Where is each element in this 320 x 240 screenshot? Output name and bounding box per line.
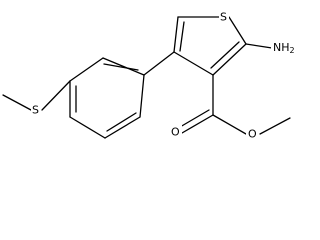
- carbonyl-oxygen-label: O: [171, 126, 180, 139]
- bond-ar6-ar1: [139, 74, 145, 118]
- bond-c3-aryl: [143, 51, 175, 76]
- bond-c4-c5-double: [210, 41, 240, 69]
- bond-ester-o-methyl: [259, 117, 291, 135]
- chemical-structure-diagram: S NH2 O O S: [2, 10, 300, 141]
- benzene-ring: [69, 51, 175, 139]
- bond-carbonyl-double-b: [179, 109, 210, 128]
- thioether-sulfur-label: S: [32, 104, 39, 117]
- bond-ar5-ar6: [104, 116, 141, 139]
- bond-c4-c5: [212, 43, 247, 76]
- ester-oxygen-label-bg: [246, 127, 259, 141]
- ester-group: [179, 74, 291, 135]
- bond-c2-c3: [173, 16, 179, 53]
- methylthio-group: [2, 80, 71, 111]
- bond-c3-c4: [173, 51, 214, 76]
- amine-label: NH2: [273, 41, 295, 55]
- bond-ar3-s: [41, 80, 71, 111]
- ring-sulfur-label-bg: [219, 10, 229, 23]
- thiophene-ring: [173, 16, 247, 76]
- bond-c5-n: [245, 43, 273, 49]
- bond-ar5-ar6-double: [106, 112, 137, 132]
- amine-label-subscript: 2: [290, 46, 295, 55]
- carbonyl-oxygen-label-bg: [170, 125, 182, 139]
- ring-sulfur-label: S: [220, 11, 227, 24]
- bond-carbonyl-ester-o: [212, 114, 247, 135]
- bond-c2-c3-double: [179, 21, 185, 52]
- bond-s-methyl: [2, 94, 32, 111]
- amine-label-main: NH: [273, 41, 290, 54]
- ester-oxygen-label: O: [248, 128, 257, 141]
- bond-ar1-ar2: [102, 57, 145, 76]
- thioether-sulfur-label-bg: [31, 103, 41, 117]
- bond-ar4-ar5: [69, 116, 106, 139]
- bond-ar1-ar2-double: [103, 63, 139, 71]
- amine-label-bg: [271, 40, 300, 56]
- bond-s1-c5: [228, 16, 247, 45]
- bond-ar2-ar3: [69, 57, 104, 82]
- bond-carbonyl-double-a: [181, 114, 214, 134]
